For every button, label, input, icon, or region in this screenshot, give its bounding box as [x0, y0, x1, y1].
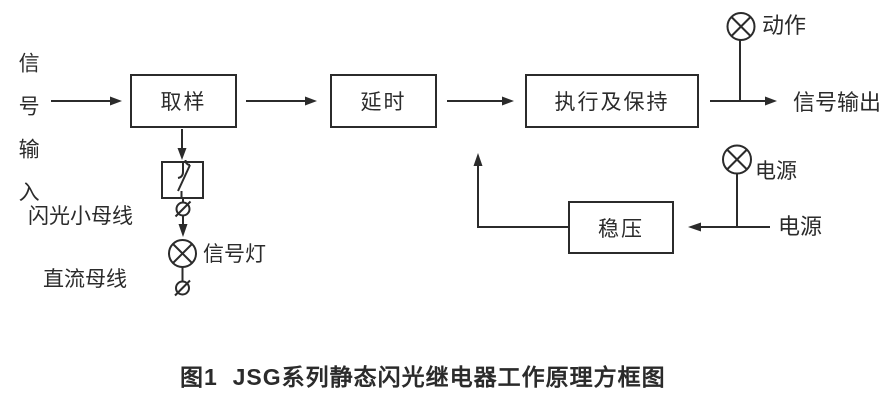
arrowhead [110, 96, 122, 106]
breaker-contact-icon [161, 159, 204, 199]
block-regulator: 稳压 [568, 201, 674, 254]
arrowhead [502, 96, 514, 106]
block-sampling-label: 取样 [160, 91, 207, 114]
signal-lamp-label: 信号灯 [203, 243, 266, 266]
block-delay: 延时 [330, 74, 437, 128]
terminal-icon [174, 200, 192, 218]
arrowhead [178, 224, 188, 237]
terminal-icon [174, 279, 191, 297]
block-delay-label: 延时 [360, 91, 407, 114]
block-execute-hold: 执行及保持 [525, 74, 699, 128]
block-sampling: 取样 [130, 74, 237, 128]
block-regulator-label: 稳压 [598, 217, 644, 241]
power-lamp-label: 电源 [755, 160, 797, 183]
signal-output-label: 信号输出 [793, 90, 882, 115]
arrowhead [688, 222, 701, 232]
power-lamp-icon [722, 144, 752, 175]
flash-bus-label: 闪光小母线 [28, 205, 133, 228]
block-execute-hold-label: 执行及保持 [554, 91, 670, 114]
action-lamp-label: 动作 [762, 13, 807, 38]
wire-regulator-feedback [477, 166, 568, 228]
dc-bus-label: 直流母线 [43, 268, 127, 291]
arrowhead [473, 153, 483, 166]
arrowhead [177, 148, 187, 160]
arrowhead [765, 96, 777, 106]
arrowhead [305, 96, 317, 106]
signal-input-label: 信号输入 [16, 52, 40, 224]
signal-lamp-icon [168, 239, 197, 268]
figure-caption: 图1 JSG系列静态闪光继电器工作原理方框图 [180, 364, 666, 390]
power-source-label: 电源 [778, 214, 823, 239]
action-lamp-icon [726, 12, 756, 41]
